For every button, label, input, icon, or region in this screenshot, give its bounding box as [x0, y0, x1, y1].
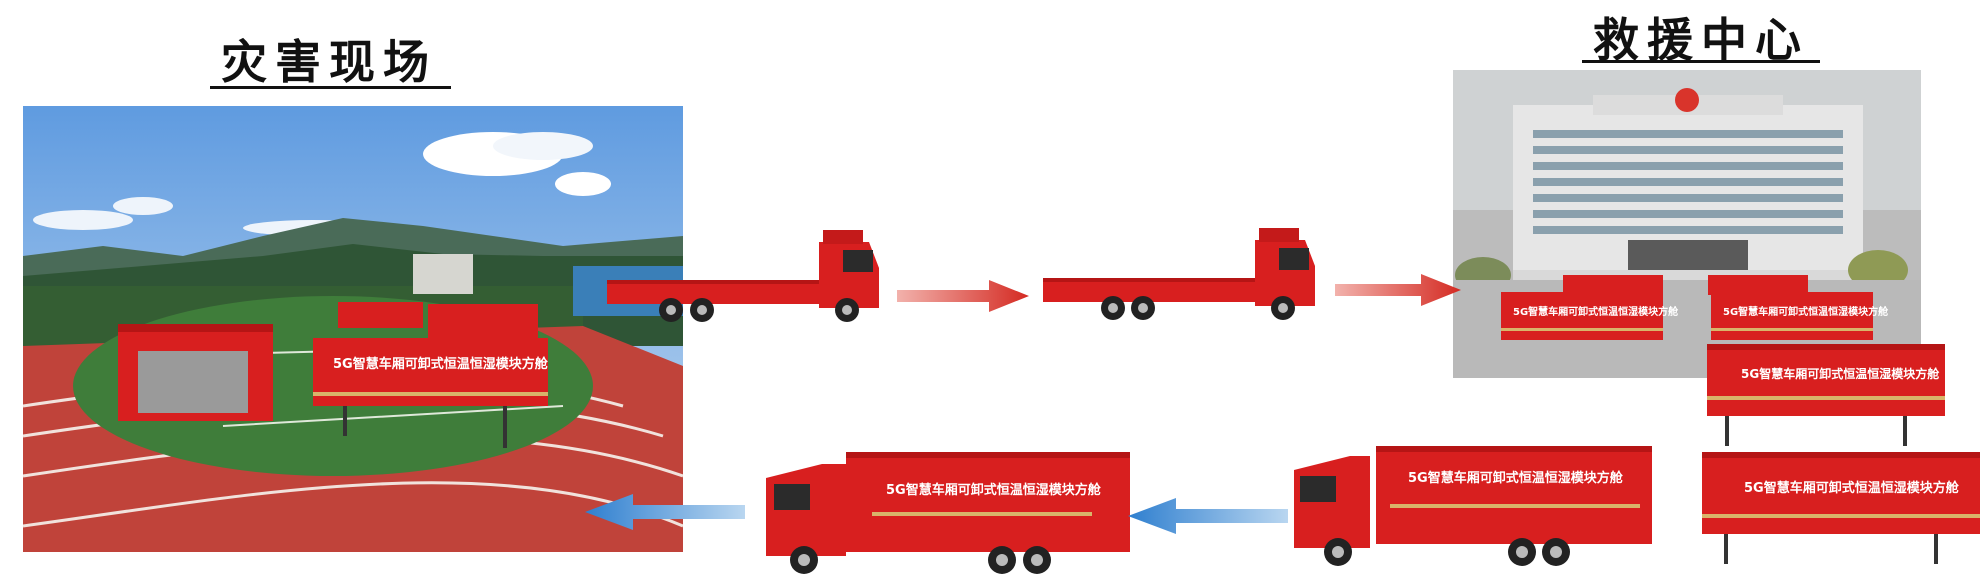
cabin-2-label: 5G智慧车厢可卸式恒温恒湿模块方舱 [1744, 480, 1960, 496]
disaster-site-photo: 5G智慧车厢可卸式恒温恒湿模块方舱 [23, 106, 683, 552]
box-truck-right: 5G智慧车厢可卸式恒温恒湿模块方舱 [1294, 446, 1652, 566]
rescue-center-title-underline [1582, 60, 1820, 63]
rescue-center-photo: 5G智慧车厢可卸式恒温恒湿模块方舱 5G智慧车厢可卸式恒温恒湿模块方舱 [1453, 70, 1921, 378]
arrow-right-red-1 [897, 280, 1029, 312]
arrow-left-blue-1 [1128, 498, 1288, 534]
box-truck-left: 5G智慧车厢可卸式恒温恒湿模块方舱 [766, 452, 1130, 574]
disaster-site-title-underline [210, 86, 451, 89]
cabin-1-label: 5G智慧车厢可卸式恒温恒湿模块方舱 [1741, 366, 1940, 381]
rescue-center-title: 救援中心 [1593, 13, 1809, 67]
module-cabin-1: 5G智慧车厢可卸式恒温恒湿模块方舱 [1707, 344, 1945, 446]
truck-left-label: 5G智慧车厢可卸式恒温恒湿模块方舱 [886, 482, 1102, 498]
truck-right-label: 5G智慧车厢可卸式恒温恒湿模块方舱 [1408, 470, 1624, 486]
site-module-label: 5G智慧车厢可卸式恒温恒湿模块方舱 [333, 356, 549, 372]
arrow-right-red-2 [1335, 274, 1461, 306]
flatbed-truck-2 [1043, 228, 1315, 320]
arrow-left-blue-2 [585, 494, 745, 530]
disaster-site-title: 灾害现场 [221, 35, 437, 89]
module-cabin-2: 5G智慧车厢可卸式恒温恒湿模块方舱 [1702, 452, 1980, 564]
center-module-label-2: 5G智慧车厢可卸式恒温恒湿模块方舱 [1723, 305, 1889, 318]
center-module-label-1: 5G智慧车厢可卸式恒温恒湿模块方舱 [1513, 305, 1679, 318]
flatbed-truck-1 [607, 230, 879, 322]
